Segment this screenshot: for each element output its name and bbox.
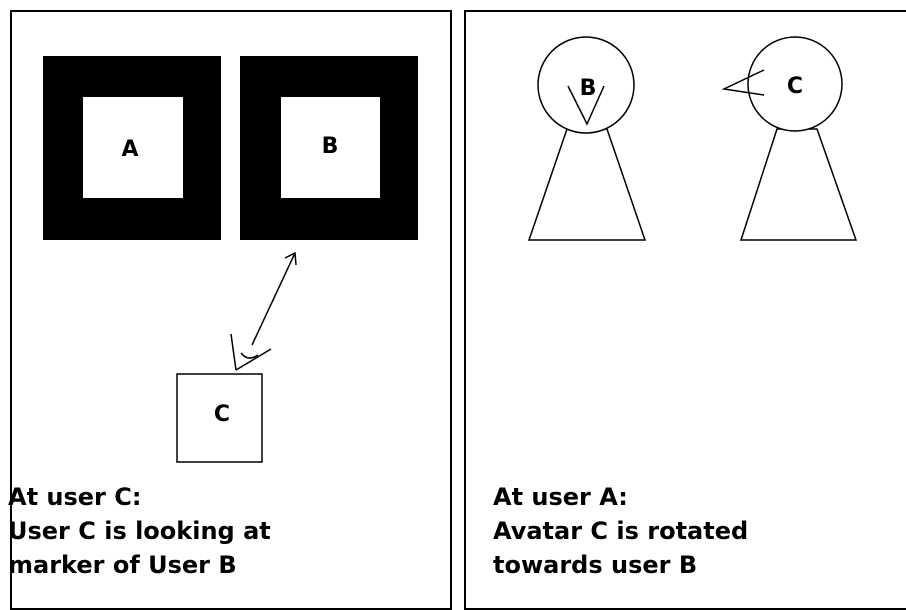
avatar-b: B: [527, 36, 647, 241]
avatar-c: C: [721, 36, 858, 241]
avatar-c-label: C: [787, 74, 803, 99]
caption-right-line2: Avatar C is rotated: [493, 517, 749, 545]
caption-right-line1: At user A:: [493, 483, 628, 511]
caption-right-line3: towards user B: [493, 551, 698, 579]
marker-b: B: [240, 56, 418, 240]
caption-user-a: At user A: Avatar C is rotated towards u…: [493, 480, 748, 582]
marker-b-label: B: [322, 134, 339, 159]
user-c-label: C: [214, 402, 230, 427]
caption-user-c: At user C: User C is looking at marker o…: [8, 480, 271, 582]
marker-a-label: A: [121, 137, 138, 162]
avatar-b-label: B: [580, 76, 597, 101]
gaze-arrow: [251, 251, 297, 346]
caption-left-line3: marker of User B: [8, 551, 237, 579]
view-angle-icon: [230, 333, 272, 371]
user-c-box: C: [176, 373, 263, 463]
marker-a: A: [43, 56, 221, 240]
caption-left-line2: User C is looking at: [8, 517, 271, 545]
caption-left-line1: At user C:: [8, 483, 142, 511]
